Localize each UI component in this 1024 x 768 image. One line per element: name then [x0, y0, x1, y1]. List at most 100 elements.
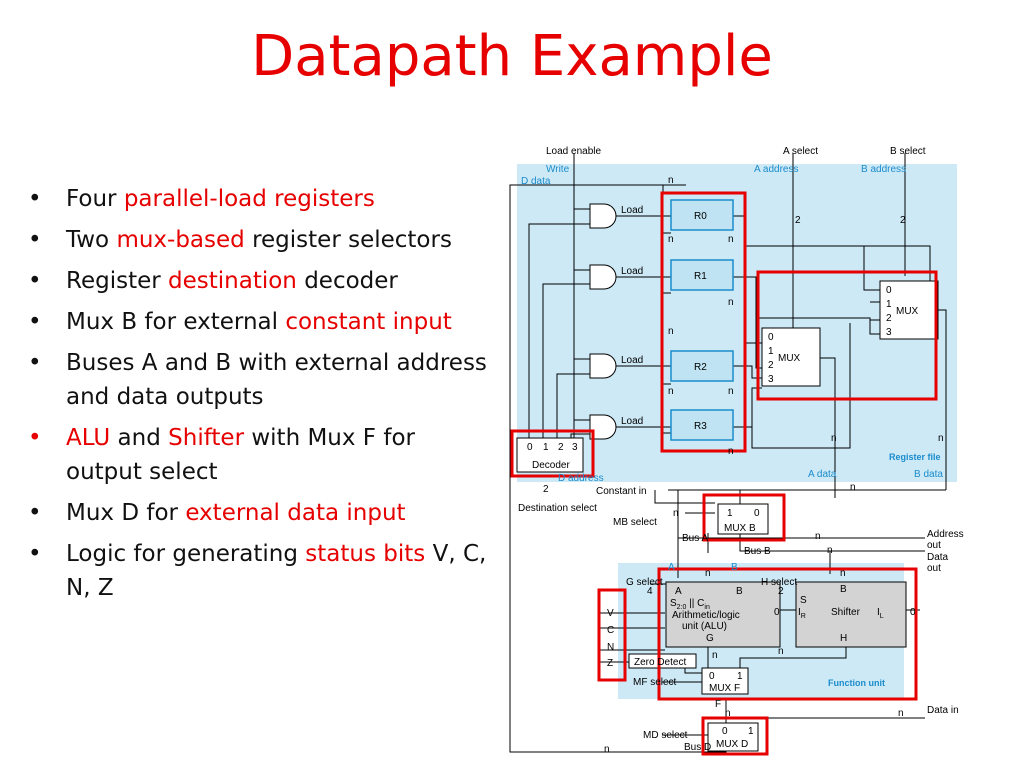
datapath-diagram: Load enable A select B select Load Load …	[509, 146, 964, 756]
bullet-text: decoder	[296, 268, 398, 294]
bus-b-label: Bus B	[744, 546, 771, 557]
alu-name-line2: unit (ALU)	[682, 621, 727, 632]
bullet-text: Register	[66, 268, 169, 294]
mux-b-label: MUX B	[724, 523, 756, 534]
bus-b-blue-label: B	[731, 562, 738, 573]
bus-a-blue-label: A	[668, 562, 675, 573]
and-gate	[589, 353, 617, 379]
bus-width-label: n	[668, 326, 674, 337]
bus-a-label: Bus A	[682, 533, 708, 544]
data-out-label: Data	[927, 552, 949, 563]
decoder-input-3: 3	[572, 442, 578, 453]
d-address-label: D address	[558, 473, 604, 484]
shifter-b-input: B	[840, 584, 847, 595]
register-file-label: Register file	[889, 452, 941, 462]
bus-width-label: n	[827, 545, 833, 556]
mux-a-select	[761, 327, 821, 387]
mux-b-select	[879, 280, 939, 340]
a-data-label: A data	[808, 469, 837, 480]
address-out-label: out	[927, 540, 941, 551]
bus-width-label: n	[728, 297, 734, 308]
highlight-muxes	[756, 270, 938, 401]
decoder-input-1: 1	[543, 442, 549, 453]
b-data-label: B data	[914, 469, 943, 480]
mux-label: MUX	[896, 306, 919, 317]
select-width-label: 2	[543, 484, 549, 495]
bullet-text: and	[110, 425, 169, 451]
decoder	[516, 437, 584, 473]
destination-select-label: Destination select	[518, 503, 597, 514]
shifter-ir-zero: 0	[774, 607, 780, 618]
bullet-marker: •	[28, 500, 42, 526]
alu-name-line1: Arithmetic/logic	[672, 610, 740, 621]
alu-g-output: G	[706, 633, 714, 644]
shifter-h-output: H	[840, 633, 847, 644]
mux-label: MUX	[778, 353, 801, 364]
r0-label: R0	[694, 211, 707, 222]
bullet-marker: •	[28, 309, 42, 335]
bullet-marker: •	[28, 268, 42, 294]
shifter-il-label: IL	[877, 607, 884, 620]
mux-b-input-0: 0	[754, 508, 760, 519]
register-r3	[670, 409, 734, 441]
data-out-label: out	[927, 563, 941, 574]
r1-label: R1	[694, 271, 707, 282]
and-gate	[589, 264, 617, 290]
mux-input-0: 0	[768, 332, 774, 343]
mux-input-2: 2	[768, 360, 774, 371]
write-label: Write	[546, 164, 570, 175]
bus-width-label: n	[898, 708, 904, 719]
bullet-item: •Mux B for external constant input	[28, 305, 498, 339]
mux-f	[701, 667, 749, 695]
highlight-mux-d	[701, 716, 769, 756]
slide-title: Datapath Example	[251, 24, 773, 89]
bus-width-label: n	[850, 482, 856, 493]
load-label: Load	[621, 416, 643, 427]
a-address-label: A address	[754, 164, 798, 175]
bullet-text: Logic for generating	[66, 541, 306, 567]
zero-detect-label: Zero Detect	[634, 657, 686, 668]
highlighted-text: Shifter	[168, 425, 245, 451]
bullet-item: •ALU and Shifter with Mux F for output s…	[28, 421, 498, 489]
a-select-label: A select	[783, 146, 818, 157]
highlight-alu-shifter	[657, 567, 918, 701]
highlight-mux-b	[702, 493, 786, 542]
shifter-name: Shifter	[831, 607, 861, 618]
r2-label: R2	[694, 362, 707, 373]
shifter-s-label: S	[800, 595, 807, 606]
bullet-text: Mux B for external	[66, 309, 286, 335]
mux-b-input-1: 1	[727, 508, 733, 519]
mux-input-3: 3	[886, 327, 892, 338]
shifter	[795, 581, 907, 648]
status-bit-c: C	[607, 625, 614, 636]
highlight-status-bits	[597, 588, 627, 682]
register-r0	[670, 199, 734, 231]
mux-input-1: 1	[886, 299, 892, 310]
status-bit-v: V	[607, 608, 614, 619]
bullet-text: Mux D for	[66, 500, 186, 526]
highlight-decoder	[510, 429, 595, 478]
bus-width-label: n	[728, 386, 734, 397]
decoder-label: Decoder	[532, 460, 570, 471]
status-bit-z: Z	[607, 658, 613, 669]
function-unit-label: Function unit	[828, 678, 885, 688]
load-label: Load	[621, 355, 643, 366]
d-data-label: D data	[521, 176, 551, 187]
bus-width-label: n	[840, 568, 846, 579]
constant-in-label: Constant in	[596, 486, 647, 497]
bullet-text: Two	[66, 227, 117, 253]
alu-a-input: A	[675, 586, 682, 597]
bullet-item: •Logic for generating status bits V, C, …	[28, 537, 498, 605]
bus-width-label: n	[725, 708, 731, 719]
bus-d-label: Bus D	[684, 742, 711, 753]
md-select-label: MD select	[643, 730, 688, 741]
alu-s-label: S2:0 || Cin	[670, 598, 710, 611]
h-select-label: H select	[761, 577, 797, 588]
zero-detect	[628, 653, 697, 669]
mux-f-label: MUX F	[709, 683, 740, 694]
mf-select-label: MF select	[633, 677, 677, 688]
address-out-label: Address	[927, 529, 964, 540]
data-in-label: Data in	[927, 705, 959, 716]
highlight-registers	[660, 191, 747, 453]
and-gate	[589, 203, 617, 229]
